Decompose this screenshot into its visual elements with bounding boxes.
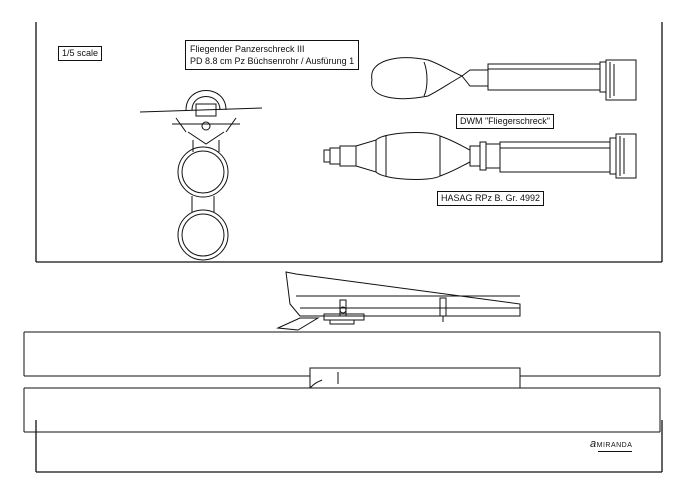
artist-logo: aMIRANDA xyxy=(590,438,633,452)
logo-initial: a xyxy=(590,438,597,450)
dwm-label: DWM "Fliegerschreck" xyxy=(456,114,554,129)
drawing-frame xyxy=(36,22,662,472)
title-line-1: Fliegender Panzerschreck III xyxy=(190,44,305,54)
front-view xyxy=(140,91,262,261)
logo-text: MIRANDA xyxy=(596,442,633,449)
dwm-projectile xyxy=(372,58,636,100)
title-box: Fliegender Panzerschreck III PD 8.8 cm P… xyxy=(185,40,360,70)
hasag-label: HASAG RPz B. Gr. 4992 xyxy=(437,191,545,206)
side-view xyxy=(24,272,660,432)
hasag-projectile xyxy=(324,133,636,180)
scale-label: 1/5 scale xyxy=(58,46,103,61)
logo-underline xyxy=(598,451,633,452)
title-line-2: PD 8.8 cm Pz Büchsenrohr / Ausfürung 1 xyxy=(190,56,355,66)
